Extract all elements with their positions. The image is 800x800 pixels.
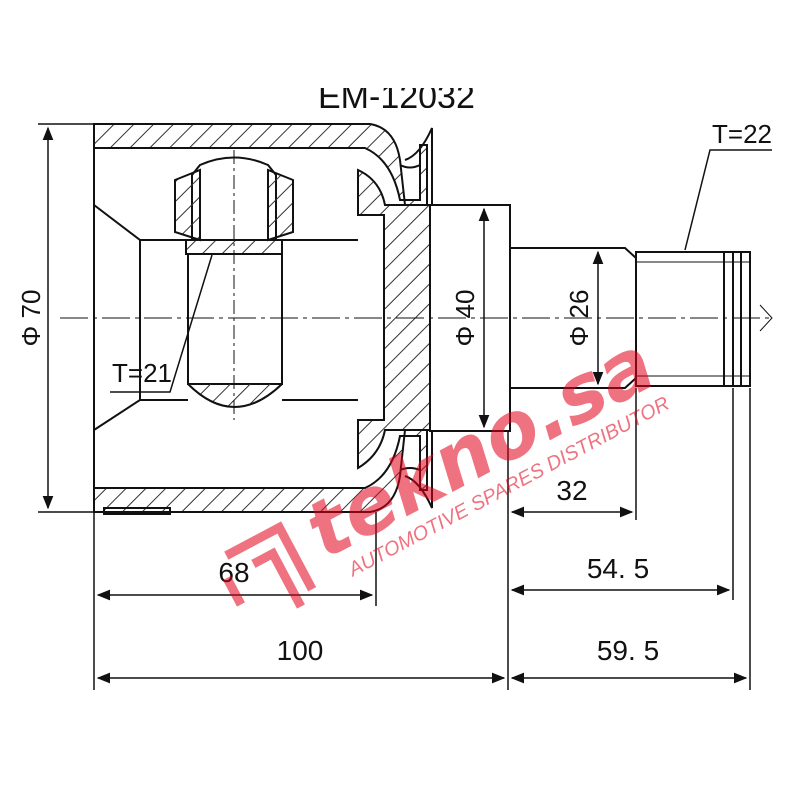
roller-bearing-left: [174, 168, 201, 242]
tripod-hub-bottom: [187, 383, 283, 408]
leader-thread-left: [110, 254, 213, 393]
label-thread-left: T=21: [112, 358, 172, 388]
header-text-clipped: EM-12032: [318, 78, 475, 116]
flange-bead-bottom: [399, 467, 421, 471]
label-len-32: 32: [556, 475, 587, 506]
label-dia26: Φ 26: [564, 290, 594, 347]
label-thread-right: T=22: [712, 119, 772, 149]
part-number-header: EM-12032: [318, 78, 475, 116]
watermark-brand: tekno.sa: [292, 319, 670, 577]
housing-central-web: [357, 168, 431, 470]
flange-bead-top: [399, 164, 421, 169]
shaft-thread-end: [635, 251, 751, 387]
label-dia40: Φ 40: [450, 290, 480, 347]
dimension-labels: Φ 70 Φ 40 Φ 26 T=21 T=22 68 100 32 54. 5…: [16, 119, 772, 666]
housing-lower-wall: [93, 429, 428, 513]
tekno-logo-mark-icon: [222, 521, 317, 609]
leader-thread-right: [684, 149, 772, 251]
dimensions: [38, 123, 772, 690]
label-len-100: 100: [277, 635, 324, 666]
roller-bearing-right: [267, 168, 294, 242]
bore-taper: [93, 204, 141, 431]
housing-upper-wall: [93, 123, 428, 206]
flange-lip-bottom: [404, 430, 433, 509]
label-len-59-5: 59. 5: [597, 635, 659, 666]
label-dia70: Φ 70: [16, 290, 46, 347]
tripod-bore: [187, 253, 283, 385]
flange-lip-top: [404, 127, 433, 205]
watermark: tekno.sa AUTOMOTIVE SPARES DISTRIBUTOR: [222, 319, 673, 609]
label-len-54-5: 54. 5: [587, 553, 649, 584]
tripod-spider: [140, 150, 358, 420]
centerline-end-mark: [759, 304, 773, 332]
housing-bottom-groove: [103, 507, 171, 515]
